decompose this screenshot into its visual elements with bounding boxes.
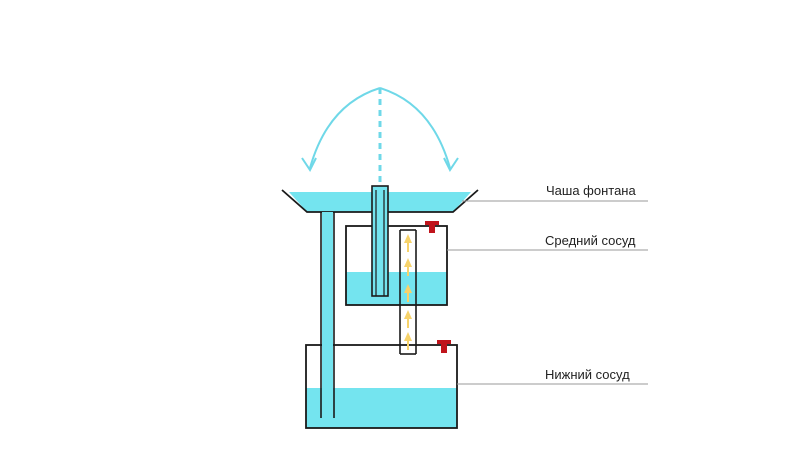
flow-up-arrow — [404, 258, 412, 276]
middle-vessel — [345, 225, 448, 306]
valve-icon — [425, 221, 439, 233]
label-middle-vessel: Средний сосуд — [545, 233, 636, 248]
leader-lines — [447, 200, 648, 385]
flow-up-arrow — [404, 332, 412, 350]
jet-arc-right — [379, 87, 451, 169]
fountain-tube-outline — [371, 185, 389, 297]
jet-arc-left — [309, 87, 381, 169]
flow-up-arrow — [404, 310, 412, 328]
jet-arrowhead-left — [301, 157, 317, 172]
flow-up-arrow — [404, 234, 412, 252]
label-fountain-bowl: Чаша фонтана — [546, 183, 636, 198]
fountain-tube — [371, 185, 389, 297]
valve-icon — [437, 340, 451, 353]
middle-vessel-water — [346, 272, 447, 305]
label-lower-vessel: Нижний сосуд — [545, 367, 630, 382]
jet-arrowhead-right — [443, 157, 459, 172]
down-pipe — [320, 212, 335, 418]
down-pipe-water — [322, 212, 333, 418]
water-jet — [301, 87, 459, 186]
lower-vessel-outline — [305, 344, 458, 429]
flow-up-arrow — [404, 284, 412, 302]
flow-arrows — [404, 234, 412, 350]
fountain-tube-water — [372, 186, 388, 296]
middle-vessel-outline — [345, 225, 448, 306]
air-tube — [399, 229, 417, 355]
